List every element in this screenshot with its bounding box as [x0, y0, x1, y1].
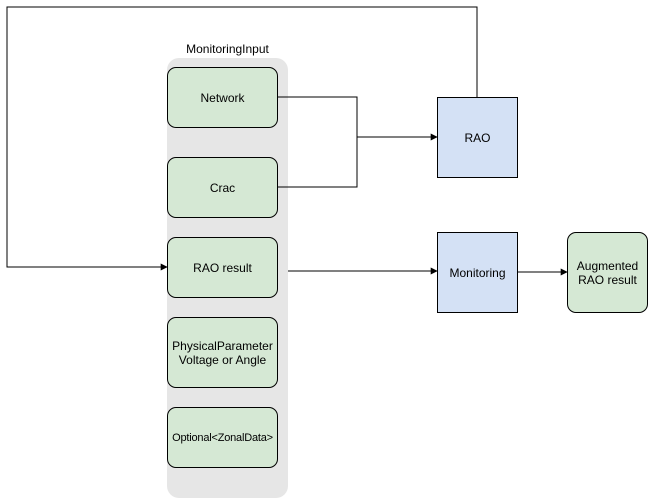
edge-crac-to-rao	[277, 137, 358, 188]
edge-rao-to-rao-result	[6, 6, 478, 271]
optional-zonal-data-node[interactable]: Optional<ZonalData>	[167, 407, 278, 468]
physical-parameter-node[interactable]: PhysicalParameter Voltage or Angle	[167, 317, 278, 388]
edge-network-to-rao	[277, 96, 438, 141]
crac-node[interactable]: Crac	[167, 157, 278, 218]
augmented-rao-result-node[interactable]: Augmented RAO result	[567, 232, 648, 313]
monitoring-node[interactable]: Monitoring	[437, 232, 518, 313]
group-label: MonitoringInput	[186, 42, 269, 56]
rao-node[interactable]: RAO	[437, 97, 518, 178]
network-node[interactable]: Network	[167, 67, 278, 128]
rao-result-node[interactable]: RAO result	[167, 237, 278, 298]
